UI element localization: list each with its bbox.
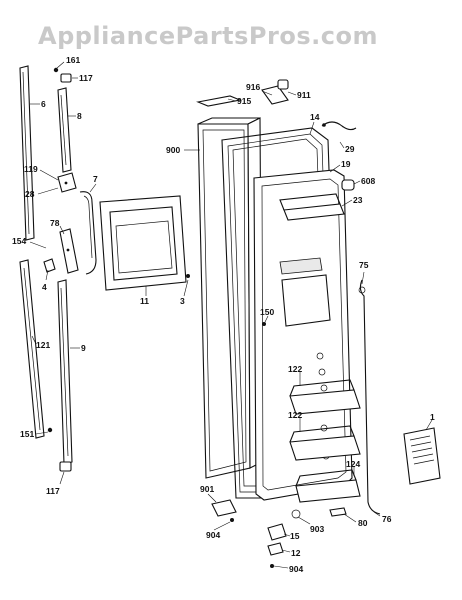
part-6-trim-strip	[19, 65, 35, 241]
watermark-text: AppliancePartsPros.com	[38, 22, 378, 50]
label-78: 78	[50, 218, 60, 228]
part-904-screw-upper	[230, 518, 234, 522]
label-911: 911	[297, 90, 311, 100]
label-15: 15	[290, 531, 300, 541]
label-76: 76	[382, 514, 392, 524]
label-608: 608	[361, 176, 375, 186]
label-119: 119	[24, 164, 38, 174]
part-12-bushing	[267, 542, 284, 556]
label-23: 23	[353, 195, 363, 205]
label-6: 6	[41, 99, 46, 109]
part-117-cap-top	[60, 73, 72, 83]
part-916-bracket	[261, 85, 289, 105]
label-11: 11	[140, 296, 149, 306]
part-117-cap-bottom	[59, 461, 72, 472]
part-11-dispenser-frame	[99, 195, 187, 291]
part-608-button	[341, 179, 355, 191]
part-904-screw-lower	[270, 564, 274, 568]
part-911-cam	[277, 79, 289, 90]
part-121-trim-strip	[19, 259, 45, 439]
label-14: 14	[310, 112, 320, 122]
dispenser-recess	[279, 257, 331, 327]
part-915-top-cap	[196, 95, 242, 107]
label-8: 8	[77, 111, 82, 121]
label-12: 12	[291, 548, 301, 558]
part-78-hinge-bracket	[59, 228, 79, 274]
label-901: 901	[200, 484, 214, 494]
part-23-top-shelf	[279, 193, 345, 221]
label-904-lower: 904	[289, 564, 303, 574]
part-122-door-bin-upper	[289, 379, 361, 415]
part-3-screw	[186, 274, 190, 278]
part-7-handle-bracket	[79, 191, 97, 275]
label-7: 7	[93, 174, 98, 184]
part-900-door-panel	[197, 117, 263, 479]
part-903-washer	[291, 509, 301, 519]
label-3: 3	[180, 296, 185, 306]
part-1-instruction-card	[403, 427, 441, 485]
label-19: 19	[341, 159, 351, 169]
label-915: 915	[237, 96, 251, 106]
label-151: 151	[20, 429, 34, 439]
part-151-screw	[47, 427, 53, 433]
label-80: 80	[358, 518, 368, 528]
label-75: 75	[359, 260, 369, 270]
label-150: 150	[260, 307, 274, 317]
part-4-clip	[43, 258, 56, 273]
part-29-wire-harness	[321, 121, 357, 131]
label-154: 154	[12, 236, 26, 246]
label-117-top: 117	[79, 73, 93, 83]
part-8-trim-bracket	[57, 87, 72, 173]
label-904-upper: 904	[206, 530, 220, 540]
label-161-top: 161	[66, 55, 80, 65]
label-903: 903	[310, 524, 324, 534]
label-122-lower: 122	[288, 410, 302, 420]
label-122-upper: 122	[288, 364, 302, 374]
label-29: 29	[345, 144, 355, 154]
part-161-screw	[53, 67, 59, 73]
leader-lines	[29, 61, 433, 569]
part-80-foot	[329, 507, 347, 517]
label-117-bottom: 117	[46, 486, 60, 496]
part-119-hinge-plate	[57, 172, 77, 193]
part-150-screw	[262, 322, 266, 326]
label-900: 900	[166, 145, 180, 155]
label-121: 121	[36, 340, 50, 350]
part-9-trim-bracket	[57, 279, 73, 465]
part-15-hinge-cam	[267, 523, 287, 541]
label-4: 4	[42, 282, 47, 292]
label-124: 124	[346, 459, 360, 469]
label-916: 916	[246, 82, 260, 92]
label-1: 1	[430, 412, 435, 422]
label-28: 28	[25, 189, 35, 199]
part-122-door-bin-lower	[289, 425, 361, 461]
part-901-bottom-cap	[211, 499, 237, 517]
label-9: 9	[81, 343, 86, 353]
callout-labels: 161 117 6 8 916 911 915 900 14 29 19 608…	[12, 55, 435, 574]
part-75-wire	[358, 279, 381, 515]
